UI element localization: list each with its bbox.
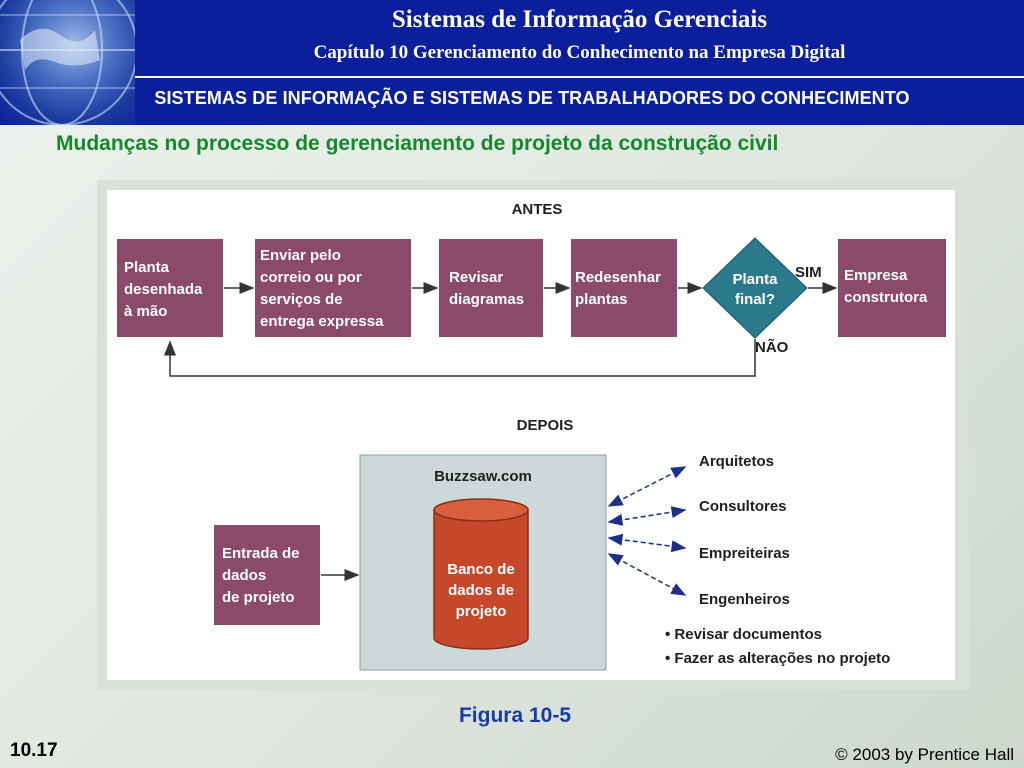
database-cylinder: Banco de dados de projeto (433, 498, 529, 650)
decision-line: final? (735, 291, 775, 308)
decision-planta-final: Planta final? (702, 237, 808, 339)
participant-empreiteiras: Empreiteiras (699, 545, 790, 562)
nao-label: NÃO (755, 338, 789, 356)
box-redesenhar-plantas: Redesenhar plantas (571, 239, 677, 337)
bullet-revisar: • Revisar documentos (665, 626, 822, 643)
box2-line: correio ou por (260, 269, 362, 286)
depois-title: DEPOIS (517, 417, 574, 434)
figure-caption: Figura 10-5 (458, 704, 572, 727)
link-consultores (607, 506, 687, 526)
box1-line: Planta (124, 259, 170, 276)
link-arquitetos (607, 466, 687, 507)
box-enviar-correio: Enviar pelo correio ou por serviços de entr… (255, 239, 411, 337)
input-line: de projeto (222, 589, 295, 606)
link-empreiteiras (607, 533, 687, 553)
feedback-arrow (164, 339, 756, 377)
section-title: SISTEMAS DE INFORMAÇÃO E SISTEMAS DE TRA… (154, 88, 910, 108)
participant-engenheiros: Engenheiros (699, 591, 790, 608)
box5-line: construtora (844, 289, 928, 306)
platform-name: Buzzsaw.com (434, 468, 532, 485)
box2-line: Enviar pelo (260, 247, 341, 264)
slide-heading: Mudanças no processo de gerenciamento de… (56, 132, 779, 155)
chapter-subtitle: Capítulo 10 Gerenciamento do Conheciment… (313, 42, 846, 63)
box2-line: serviços de (260, 291, 343, 308)
copyright-notice: © 2003 by Prentice Hall (835, 745, 1014, 764)
input-line: Entrada de (222, 545, 300, 562)
db-line: Banco de (447, 561, 515, 578)
participant-arquitetos: Arquitetos (699, 453, 774, 470)
db-line: dados de (448, 582, 514, 599)
db-line: projeto (456, 603, 507, 620)
box3-line: Revisar (449, 269, 503, 286)
bullet-alteracoes: • Fazer as alterações no projeto (665, 650, 890, 667)
box-planta-desenhada: Planta desenhada à mão (117, 239, 223, 337)
box-empresa-construtora: Empresa construtora (838, 239, 946, 337)
sim-label: SIM (795, 264, 822, 281)
box-entrada-dados: Entrada de dados de projeto (214, 525, 320, 625)
antes-title: ANTES (512, 201, 563, 218)
decision-line: Planta (732, 271, 778, 288)
participant-consultores: Consultores (699, 498, 787, 515)
figure-panel: ANTES Planta desenhada à mão Enviar pelo co… (97, 180, 969, 690)
slide-number: 10.17 (10, 740, 58, 761)
input-line: dados (222, 567, 266, 584)
box-revisar-diagramas: Revisar diagramas (439, 239, 543, 337)
link-engenheiros (607, 553, 687, 596)
box3-line: diagramas (449, 291, 524, 308)
globe-icon (0, 0, 135, 125)
page-title: Sistemas de Informação Gerenciais (391, 6, 768, 33)
globe-logo (0, 0, 135, 125)
box1-line: desenhada (124, 281, 203, 298)
box2-line: entrega expressa (260, 313, 384, 330)
header-bar: Sistemas de Informação Gerenciais Capítu… (0, 0, 1024, 125)
box4-line: Redesenhar (575, 269, 661, 286)
process-diagram: ANTES Planta desenhada à mão Enviar pelo co… (107, 190, 955, 680)
box1-line: à mão (124, 303, 167, 320)
box5-line: Empresa (844, 267, 908, 284)
box4-line: plantas (575, 291, 628, 308)
header-divider (135, 76, 1024, 78)
